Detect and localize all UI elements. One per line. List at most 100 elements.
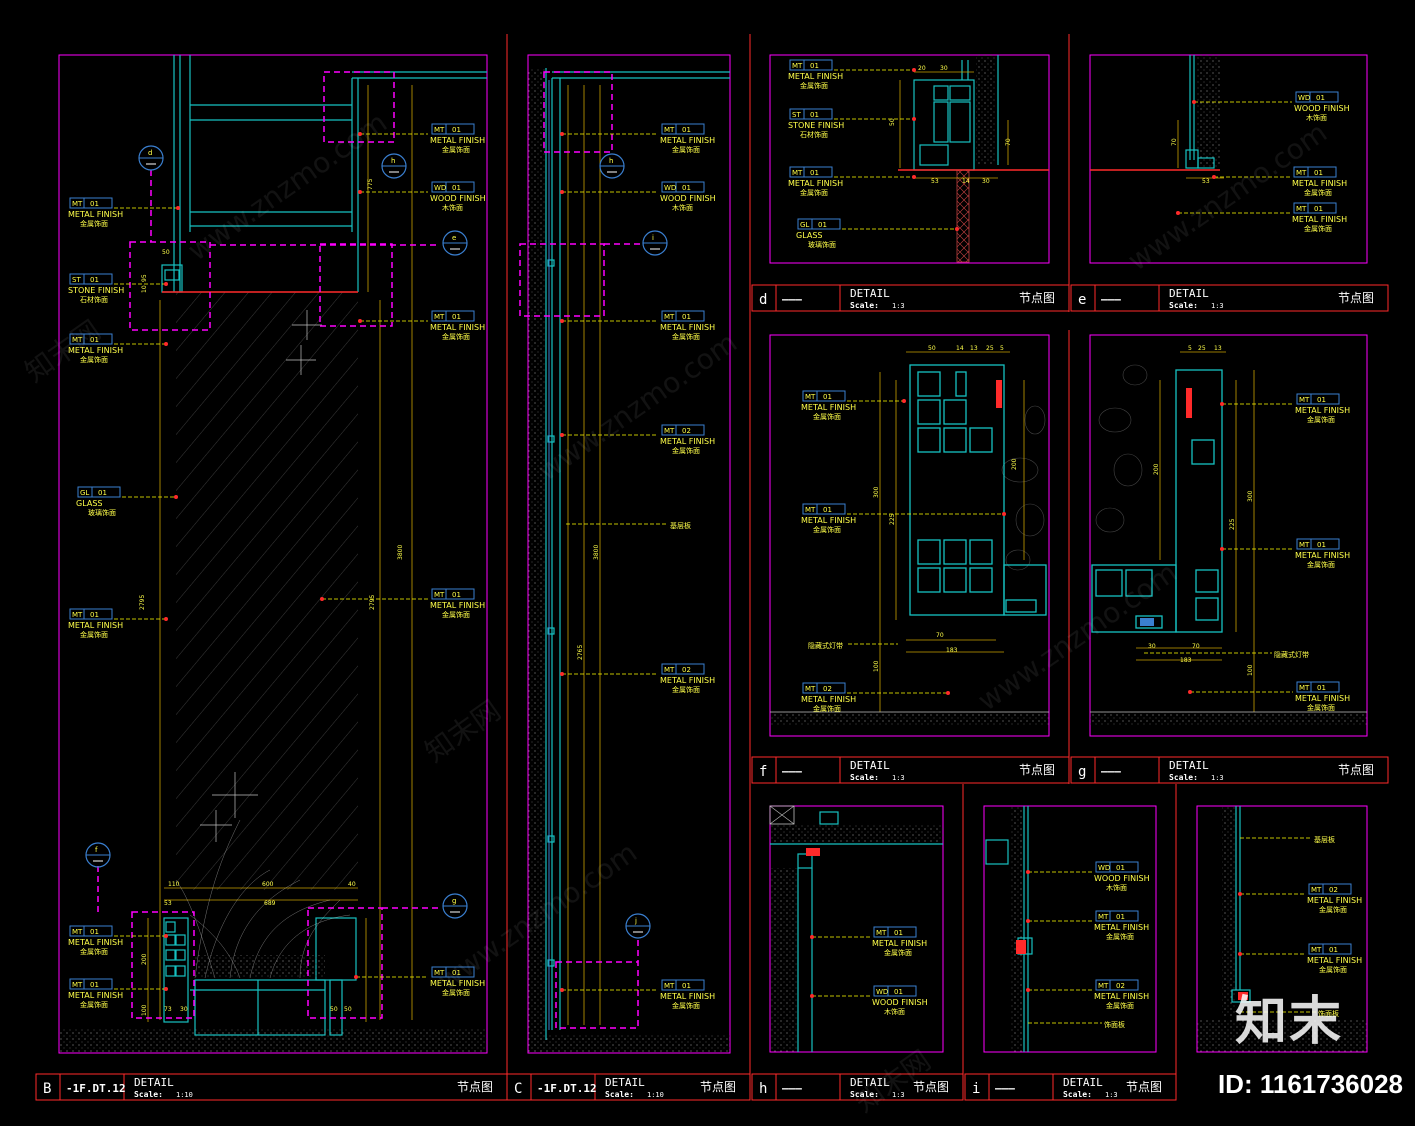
detail-marker-f: f [85, 842, 111, 868]
material-tag-code: MT [72, 336, 83, 344]
dimension-b-h1: 200 [141, 953, 148, 965]
material-tag-code: MT [434, 313, 445, 321]
material-tag-code: MT [72, 611, 83, 619]
material-tag-cn: 金属饰面 [884, 948, 912, 957]
material-tag-num: 01 [90, 981, 99, 989]
note-led-strip-f: 隐藏式灯带 [808, 641, 898, 650]
material-tag-code: MT [792, 62, 803, 70]
title-block-id: h [759, 1081, 767, 1097]
dimension-g-i: 200 [1153, 463, 1160, 475]
material-tag-num: 01 [1317, 396, 1326, 404]
material-tag-en: METAL FINISH [1295, 694, 1350, 703]
leader-dot [1238, 952, 1242, 956]
material-tag-cn: 金属饰面 [672, 1001, 700, 1010]
material-tag-num: 01 [452, 969, 461, 977]
title-block-title: DETAIL [605, 1076, 645, 1089]
dimension-g-d: 70 [1192, 643, 1200, 650]
title-block-scale-label: Scale: [134, 1090, 163, 1099]
title-block-cn: 节点图 [1126, 1080, 1162, 1094]
material-tag-en: GLASS [76, 499, 102, 508]
material-tag-en: METAL FINISH [660, 676, 715, 685]
material-tag-en: METAL FINISH [68, 991, 123, 1000]
material-tag-en: METAL FINISH [788, 72, 843, 81]
detail-marker-j: j [625, 913, 651, 939]
dimension-d-d: 20 [918, 65, 926, 72]
material-tag-en: WOOD FINISH [1294, 104, 1350, 113]
material-tag-num: 02 [1329, 886, 1338, 894]
dimension-d-b: 14 [962, 178, 970, 185]
material-tag-num: 01 [90, 928, 99, 936]
dimension-g-a: 5 [1188, 345, 1192, 352]
material-tag-num-box [1309, 91, 1339, 103]
znzmo-logo: 知末 [1234, 992, 1343, 1052]
note-text: 基层板 [1314, 835, 1335, 844]
material-tag-code: MT [664, 666, 675, 674]
leader-dot [176, 206, 180, 210]
material-tag-num-box [83, 978, 113, 990]
dimension-b-w2: 600 [262, 881, 274, 888]
leader-dot [1220, 547, 1224, 551]
material-tag-num-box [1310, 393, 1340, 405]
material-tag-cn: 金属饰面 [813, 525, 841, 534]
material-tag-cn: 金属饰面 [672, 145, 700, 154]
leader-dot [1002, 512, 1006, 516]
material-tag-cn: 金属饰面 [1307, 560, 1335, 569]
material-tag-en: METAL FINISH [872, 939, 927, 948]
material-tag-code: MT [72, 981, 83, 989]
material-tag-num: 01 [810, 111, 819, 119]
title-block-sheet: -1F.DT.12 [66, 1082, 126, 1095]
dimension-b-w5: 689 [264, 900, 276, 907]
title-block-sheet: ——— [782, 765, 802, 778]
material-tag-code: MT [434, 591, 445, 599]
material-tag-num: 01 [810, 169, 819, 177]
dimension-f-f: 70 [936, 632, 944, 639]
material-tag-en: STONE FINISH [788, 121, 844, 130]
detail-marker-g: g [442, 893, 468, 919]
material-tag-code: MT [434, 969, 445, 977]
material-tag-num-box [445, 588, 475, 600]
material-tag-num-box [1307, 166, 1337, 178]
material-tag-num-box [803, 108, 833, 120]
material-tag-num-box [803, 59, 833, 71]
material-tag-cn: 金属饰面 [800, 188, 828, 197]
detail-e [1090, 55, 1224, 179]
material-tag-cn: 金属饰面 [1304, 224, 1332, 233]
material-tag-num-box [816, 503, 846, 515]
material-tag-num-box [811, 218, 841, 230]
material-tag-num-box [1109, 861, 1139, 873]
dimension-g-e: 183 [1180, 657, 1192, 664]
title-block-cn: 节点图 [700, 1080, 736, 1094]
title-block-sheet: -1F.DT.12 [537, 1082, 597, 1095]
material-tag-num-box [1310, 681, 1340, 693]
material-tag-num-box [445, 966, 475, 978]
material-tag-en: METAL FINISH [68, 938, 123, 947]
dimension-c-a: 2765 [577, 645, 584, 660]
material-tag-code: MT [664, 427, 675, 435]
dimension-b-t1: 50 [162, 249, 170, 256]
title-block-cn: 节点图 [1019, 291, 1055, 305]
title-block-cn: 节点图 [1019, 763, 1055, 777]
title-block-cn: 节点图 [457, 1080, 493, 1094]
dimension-g-g: 300 [1247, 490, 1254, 502]
material-tag-num-box [445, 310, 475, 322]
material-tag-code: MT [1311, 946, 1322, 954]
material-tag-num-box [83, 273, 113, 285]
material-tag-num: 01 [894, 988, 903, 996]
